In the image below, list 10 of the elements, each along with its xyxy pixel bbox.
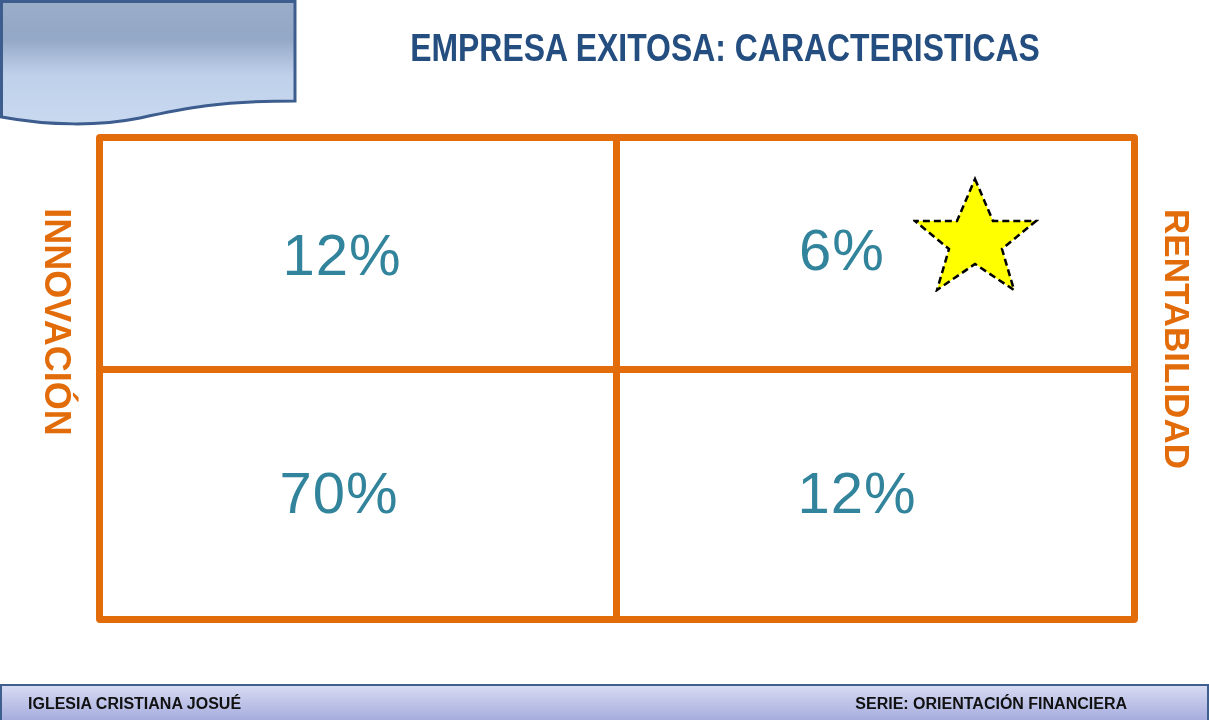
grid-cell [613, 366, 1138, 623]
percentage-text: 6% [799, 221, 885, 279]
document-shape [0, 0, 297, 127]
footer-text: SERIE: ORIENTACIÓN FINANCIERA [855, 696, 1127, 712]
percentage-text: 12% [797, 464, 917, 522]
percentage-text: 12% [282, 226, 402, 284]
percentage-text: 70% [279, 464, 399, 522]
axis-label: RENTABILIDAD [1159, 209, 1195, 469]
title: EMPRESA EXITOSA: CARACTERISTICAS [410, 29, 1040, 67]
footer-text: IGLESIA CRISTIANA JOSUÉ [28, 696, 242, 712]
